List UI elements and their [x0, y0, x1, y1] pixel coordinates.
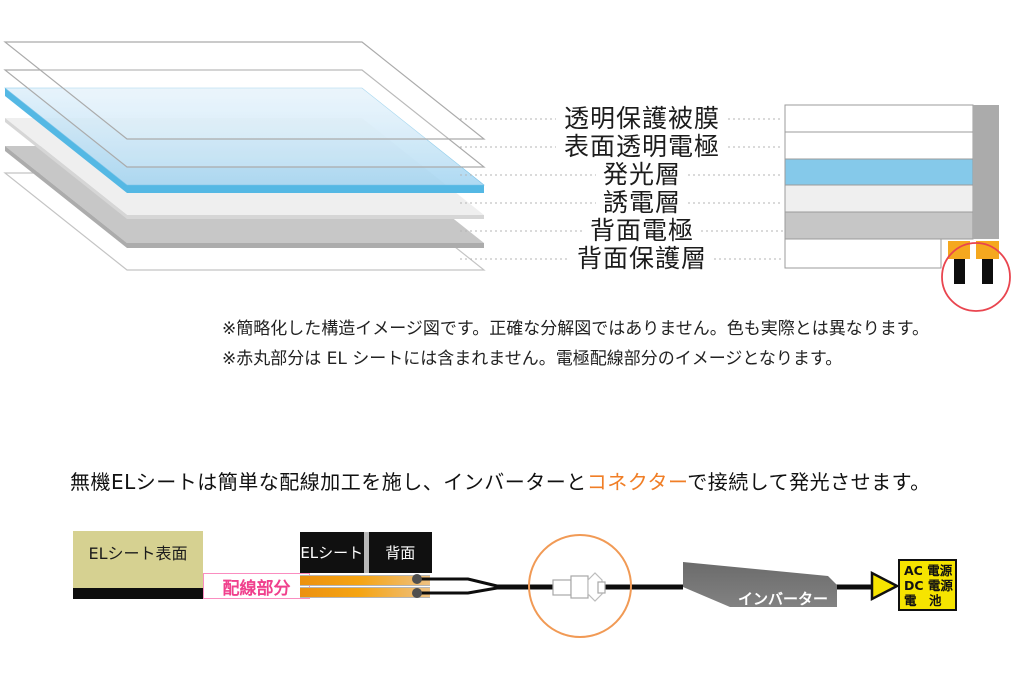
el-sheet-front-box: ELシート表面: [73, 531, 203, 588]
side-layer-dielectric: [784, 184, 974, 213]
stack-layer-transparent-electrode: [3, 69, 486, 168]
notes: ※簡略化した構造イメージ図です。正確な分解図ではありません。色も実際とは異なりま…: [222, 314, 929, 374]
layer-label-back-protective: 背面保護層: [576, 244, 708, 273]
layer-label-protective-film: 透明保護被膜: [563, 104, 721, 133]
stack-layer-protective-film: [3, 41, 486, 140]
side-electrode-bar: [973, 105, 999, 239]
side-layer-back-protective: [784, 238, 942, 269]
note-line: ※簡略化した構造イメージ図です。正確な分解図ではありません。色も実際とは異なりま…: [222, 319, 929, 339]
side-layer-emission: [784, 158, 974, 186]
stack-layer-back-protective: [3, 172, 486, 271]
back-face-label: 背面: [385, 544, 416, 562]
power-source-line: DC 電源: [904, 578, 953, 593]
stack-layer-dielectric: [5, 118, 484, 215]
back-box-divider: [363, 532, 369, 573]
power-source-box: AC 電源 DC 電源 電 池: [898, 559, 957, 611]
el-sheet-back-label: ELシート: [300, 544, 364, 562]
note-line: ※赤丸部分は EL シートには含まれません。電極配線部分のイメージとなります。: [222, 349, 843, 369]
side-layer-back-electrode: [784, 211, 974, 240]
electrode-tab: [976, 241, 999, 259]
stack-layer-back-electrode: [5, 146, 484, 243]
wiring: [412, 534, 900, 638]
wiring-label: 配線部分: [222, 578, 291, 599]
layer-stack-3d: [3, 41, 486, 271]
power-source-line: AC 電源: [904, 563, 953, 578]
wiring-area-outline: 配線部分: [203, 573, 310, 599]
red-circle-annotation: [941, 242, 1011, 312]
el-sheet-back-box: ELシート 背面: [300, 532, 432, 573]
side-layer-transparent-electrode: [784, 131, 974, 160]
layer-label-transparent-electrode: 表面透明電極: [563, 132, 721, 161]
bottom-heading: 無機ELシートは簡単な配線加工を施し、インバーターとコネクターで接続して発光させ…: [70, 466, 931, 495]
heading-highlight: コネクター: [586, 470, 688, 494]
connector-circle: [528, 534, 632, 638]
connector-plug: [552, 572, 606, 602]
power-arrow: [870, 570, 900, 602]
heading-text: で接続して発光させます。: [687, 470, 931, 494]
el-sheet-front-electrode-bar: [73, 588, 203, 599]
side-layer-protective-film: [784, 104, 974, 133]
wiring-strip-bottom: [300, 587, 430, 598]
inverter-label: インバーター: [737, 590, 829, 608]
layer-label-back-electrode: 背面電極: [589, 216, 695, 245]
wiring-strip-top: [300, 575, 430, 586]
layer-label-dielectric: 誘電層: [602, 188, 682, 217]
side-view: [784, 104, 999, 269]
electrode-tab: [948, 241, 970, 259]
power-source-line: 電 池: [904, 593, 942, 608]
electrode-tabs: [948, 241, 999, 284]
stack-layer-emission: [4, 87, 485, 186]
electrode-prong: [954, 259, 965, 284]
layer-label-emission: 発光層: [602, 160, 682, 189]
heading-text: 無機ELシートは簡単な配線加工を施し、インバーターと: [70, 470, 587, 494]
electrode-prong: [982, 259, 993, 284]
el-sheet-front-label: ELシート表面: [88, 544, 188, 563]
